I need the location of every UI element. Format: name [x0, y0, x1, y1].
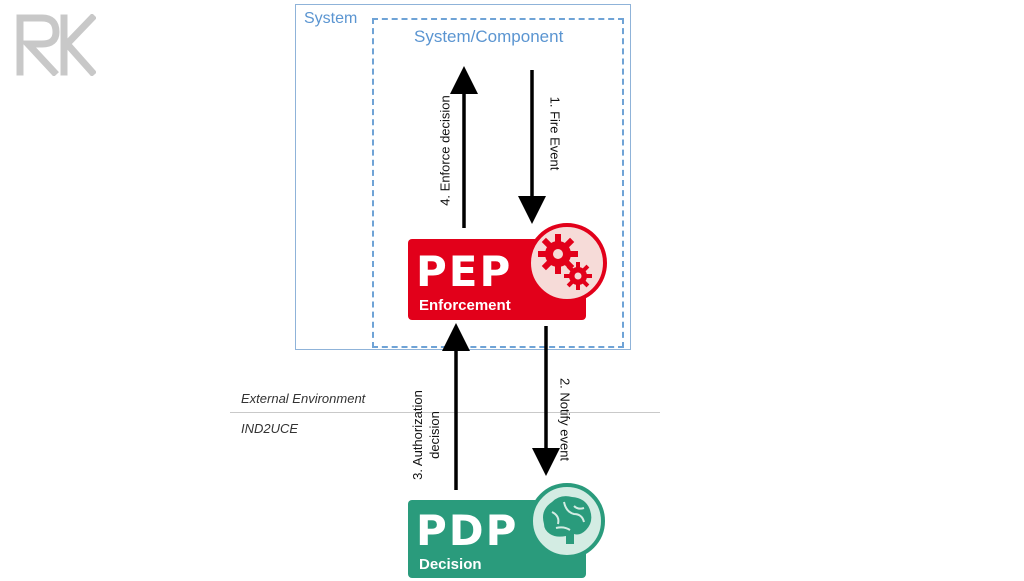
environment-separator [230, 412, 660, 413]
pdp-subtitle: Decision [419, 556, 482, 573]
notify-event-label: 2. Notify event [557, 377, 573, 462]
authorization-line2: decision [427, 411, 442, 459]
fire-event-label: 1. Fire Event [547, 96, 563, 171]
gears-icon [527, 223, 607, 303]
brain-icon [529, 483, 605, 559]
ind2uce-label: IND2UCE [241, 421, 299, 436]
system-label: System [302, 10, 362, 28]
component-label: System/Component [414, 27, 564, 46]
pdp-title: PDP [416, 506, 519, 555]
authorization-decision-label: 3. Authorization decision [409, 375, 443, 495]
pep-subtitle: Enforcement [419, 297, 511, 314]
enforce-decision-label: 4. Enforce decision [437, 95, 453, 206]
pep-title: PEP [416, 247, 513, 296]
external-environment-label: External Environment [241, 391, 366, 406]
component-boundary [372, 18, 624, 348]
authorization-line1: 3. Authorization [410, 390, 425, 480]
rk-logo: RK [16, 14, 96, 76]
